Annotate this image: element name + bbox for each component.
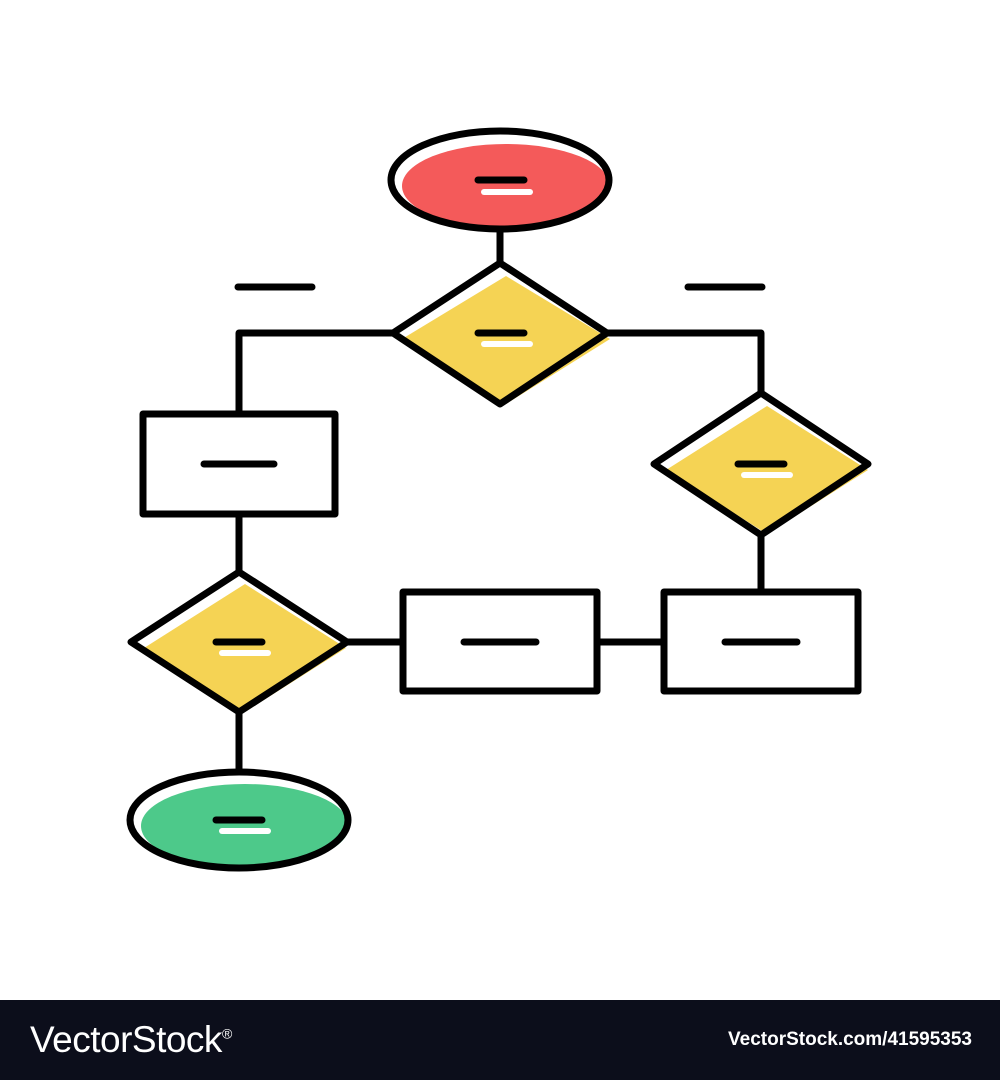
decision-top (389, 259, 611, 408)
process-middle (399, 588, 601, 695)
end-terminator (126, 768, 352, 872)
process-left (139, 410, 339, 518)
connectors (235, 230, 765, 772)
connector-decision-left-branch (235, 329, 393, 414)
process-right (660, 588, 862, 695)
connector-decision-right-branch (607, 329, 765, 393)
image-id-text: VectorStock.com/41595353 (728, 1029, 972, 1050)
vectorstock-logo: VectorStock® (30, 1019, 232, 1061)
registered-mark: ® (221, 1025, 232, 1042)
start-terminator (387, 127, 613, 233)
decision-right (650, 389, 872, 539)
decision-lower-left (127, 568, 351, 716)
watermark-footer: VectorStock® VectorStock.com/41595353 (0, 1000, 1000, 1080)
flowchart-svg (126, 127, 872, 872)
brand-name: VectorStock (30, 1019, 222, 1060)
flowchart-illustration (126, 127, 872, 872)
